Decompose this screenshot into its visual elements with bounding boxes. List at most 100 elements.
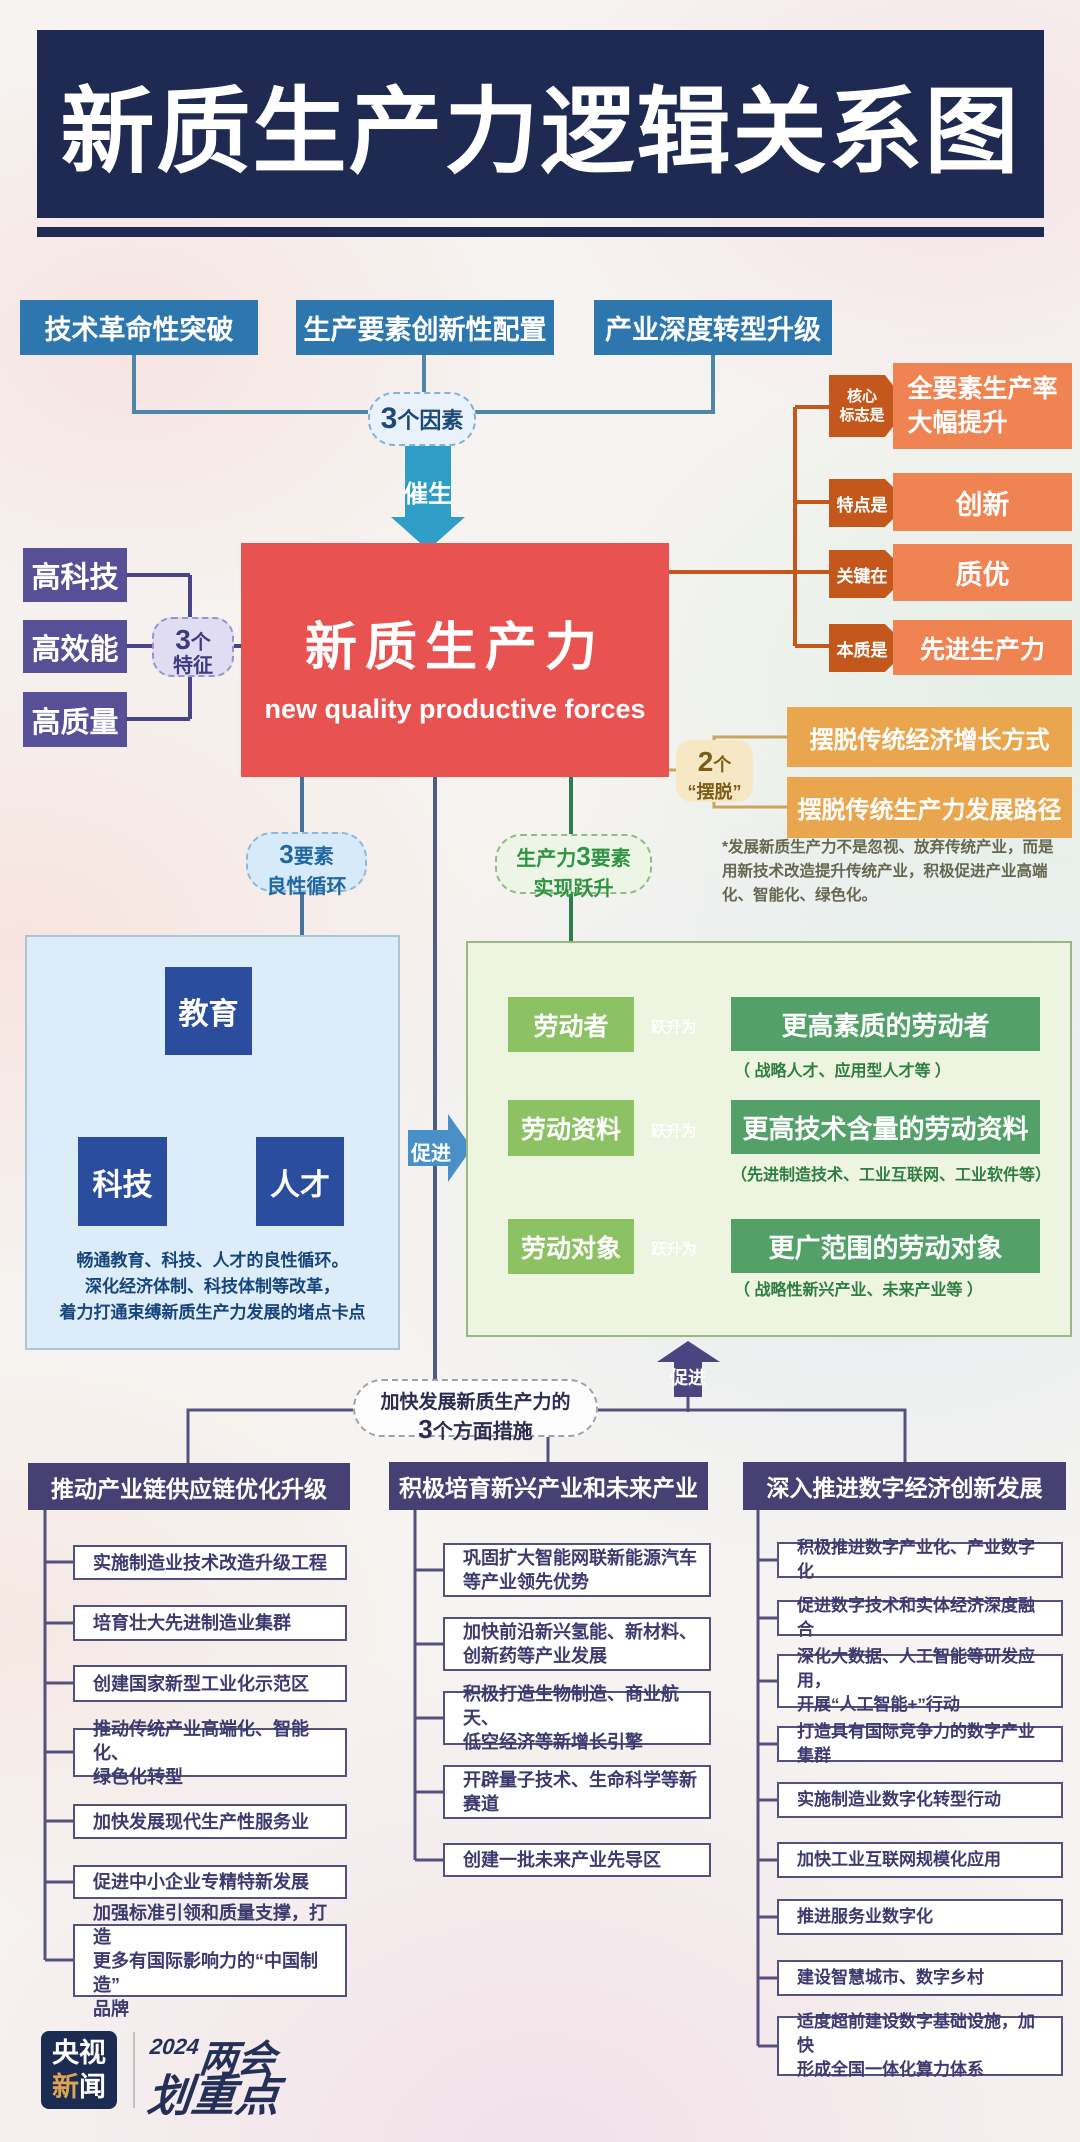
trait-box-2: 高效能 (23, 620, 127, 673)
title-underline (37, 227, 1044, 237)
measure-item-label: 加快发展现代生产性服务业 (93, 1811, 309, 1832)
measure-item: 推动传统产业高端化、智能化、 绿色化转型 (73, 1719, 347, 1787)
measure-item-label: 促进中小企业专精特新发展 (93, 1872, 309, 1892)
cctv-news-logo: 央视 新闻 (41, 2031, 117, 2109)
measure-item: 实施制造业技术改造升级工程 (73, 1545, 347, 1580)
measure-item: 积极打造生物制造、商业航天、 低空经济等新增长引擎 (443, 1684, 711, 1752)
logo-line2-highlight: 新 (52, 2072, 79, 2102)
leap-pill-number: 3 (576, 841, 591, 871)
cycle-pill-text1: 要素 (293, 846, 334, 868)
measure-item-label: 积极打造生物制造、商业航天、 低空经济等新增长引擎 (463, 1684, 679, 1752)
brand-year: 2024 (148, 2034, 201, 2059)
factor-connectors (132, 355, 715, 414)
attribute-value-4: 先进生产力 (893, 620, 1072, 675)
measure-item: 加快发展现代生产性服务业 (73, 1804, 347, 1839)
measure-item: 实施制造业数字化转型行动 (777, 1782, 1063, 1818)
traits-pill: 3个 特征 (152, 617, 234, 677)
leap-result-1: 更高素质的劳动者 (731, 997, 1040, 1051)
leap-label-1: 劳动者 (508, 997, 634, 1052)
traits-pill-number: 3 (175, 624, 191, 655)
measure-item-label: 深化大数据、人工智能等研发应用， 开展“人工智能+”行动 (797, 1647, 1035, 1714)
measure-item: 促进中小企业专精特新发展 (73, 1865, 347, 1899)
cycle-pill-number: 3 (279, 839, 294, 869)
measure-item: 深化大数据、人工智能等研发应用， 开展“人工智能+”行动 (777, 1647, 1063, 1714)
factor-box-1: 技术革命性突破 (20, 300, 258, 355)
leap-pill-pre: 生产力 (516, 848, 577, 870)
factor-box-3: 产业深度转型升级 (594, 300, 832, 355)
measure-item-label: 创建国家新型工业化示范区 (93, 1673, 309, 1694)
note-text: *发展新质生产力不是忽视、放弃传统产业，而是 用新技术改造提升传统产业，积极促进… (722, 839, 1054, 904)
measure-item: 加强标准引领和质量支撑，打造 更多有国际影响力的“中国制造” 品牌 (73, 1903, 347, 2019)
factor-label: 产业深度转型升级 (605, 315, 821, 345)
measure-item-label: 适度超前建设数字基础设施，加快 形成全国一体化算力体系 (797, 2012, 1035, 2079)
factors-pill-number: 3 (380, 402, 398, 435)
core-box: 新质生产力 new quality productive forces (241, 543, 669, 777)
promote-right-label: 促进 (411, 1143, 451, 1165)
promote-right-arrow (408, 1114, 472, 1182)
measure-item: 开辟量子技术、生命科学等新 赛道 (443, 1765, 711, 1819)
attribute-value-label: 创新 (955, 489, 1010, 520)
spawn-arrow-label: 催生 (404, 481, 452, 508)
measure-item: 培育壮大先进制造业集群 (73, 1605, 347, 1641)
traits-pill-text: 特征 (173, 655, 213, 677)
attribute-value-label: 先进生产力 (919, 635, 1045, 664)
cycle-node-education: 教育 (165, 967, 252, 1055)
measure-item: 积极推进数字产业化、产业数字化 (777, 1538, 1063, 1581)
brand-line2: 划重点 (144, 2072, 283, 2121)
measure-item-label: 实施制造业数字化转型行动 (797, 1790, 1001, 1809)
measures-oval: 加快发展新质生产力的 3个方面措施 (353, 1379, 598, 1444)
leap-factor: 劳动对象 (520, 1234, 621, 1263)
measure-item-label: 促进数字技术和实体经济深度融合 (797, 1596, 1035, 1639)
page-title: 新质生产力逻辑关系图 (60, 79, 1021, 184)
leap-result-3: 更广范围的劳动对象 (731, 1219, 1040, 1273)
attribute-tag-label: 核心 标志是 (839, 388, 885, 424)
measure-item-label: 巩固扩大智能网联新能源汽车 等产业领先优势 (463, 1548, 697, 1592)
measure-item: 创建一批未来产业先导区 (443, 1843, 711, 1877)
breakaway-pill: 2个 “摆脱” (676, 740, 753, 802)
measure-item-label: 加快前沿新兴氢能、新材料、 创新药等产业发展 (463, 1622, 697, 1666)
promote-up-label: 促进 (670, 1368, 706, 1388)
breakaway-box-2: 摆脱传统生产力发展路径 (787, 777, 1072, 838)
measure-item: 推进服务业数字化 (777, 1899, 1063, 1935)
attribute-value-2: 创新 (893, 473, 1072, 531)
breakaway-label: 摆脱传统经济增长方式 (809, 726, 1050, 754)
measure-header-label: 积极培育新兴产业和未来产业 (399, 1475, 698, 1501)
leap-arrow-label-1: 跃升为 (651, 1019, 697, 1036)
traits-pill-mid: 个 (190, 632, 211, 654)
factor-box-2: 生产要素创新性配置 (296, 300, 554, 355)
measure-item-label: 积极推进数字产业化、产业数字化 (797, 1538, 1035, 1581)
leap-arrow-label-3: 跃升为 (651, 1241, 697, 1258)
measures-oval-line2: 个方面措施 (432, 1421, 533, 1443)
attribute-value-label: 全要素生产率 大幅提升 (907, 375, 1058, 437)
leap-pill-text1: 要素 (590, 848, 631, 870)
logo-line1: 央视 (52, 2038, 106, 2068)
factor-label: 生产要素创新性配置 (303, 315, 547, 345)
leap-label-2: 劳动资料 (508, 1100, 634, 1156)
measure-item-label: 培育壮大先进制造业集群 (93, 1613, 291, 1633)
measure-item-label: 加快工业互联网规模化应用 (797, 1850, 1001, 1869)
leap-arrow-label-2: 跃升为 (651, 1123, 697, 1140)
leap-detail-1: （ 战略人才、应用型人才等 ） (734, 1063, 951, 1080)
leap-pill-text2: 实现跃升 (533, 878, 614, 900)
measures-oval-line1: 加快发展新质生产力的 (380, 1392, 571, 1413)
attribute-value-3: 质优 (893, 544, 1072, 601)
logo-line2-rest: 闻 (79, 2072, 106, 2102)
measure-item-label: 创建一批未来产业先导区 (463, 1850, 661, 1870)
title-banner: 新质生产力逻辑关系图 (37, 30, 1044, 218)
measure-header-1: 推动产业链供应链优化升级 (28, 1463, 350, 1510)
measure-item-label: 加强标准引领和质量支撑，打造 更多有国际影响力的“中国制造” 品牌 (93, 1902, 327, 2019)
measure-item: 促进数字技术和实体经济深度融合 (777, 1596, 1063, 1639)
leap-result-label: 更高素质的劳动者 (781, 1010, 990, 1041)
trait-label: 高质量 (31, 706, 119, 739)
cycle-node-label: 科技 (92, 1168, 153, 1202)
cycle-node-talent: 人才 (256, 1137, 344, 1226)
cycle-node-label: 人才 (270, 1168, 330, 1202)
leap-label-3: 劳动对象 (508, 1219, 634, 1274)
leap-result-label: 更广范围的劳动对象 (768, 1232, 1003, 1263)
breakaway-label: 摆脱传统生产力发展路径 (797, 797, 1062, 824)
measure-header-label: 深入推进数字经济创新发展 (766, 1475, 1043, 1501)
measure-header-label: 推动产业链供应链优化升级 (51, 1475, 327, 1502)
measure-item: 加快前沿新兴氢能、新材料、 创新药等产业发展 (443, 1617, 711, 1671)
measure-item-label: 实施制造业技术改造升级工程 (93, 1552, 327, 1573)
core-title: 新质生产力 (304, 619, 605, 677)
